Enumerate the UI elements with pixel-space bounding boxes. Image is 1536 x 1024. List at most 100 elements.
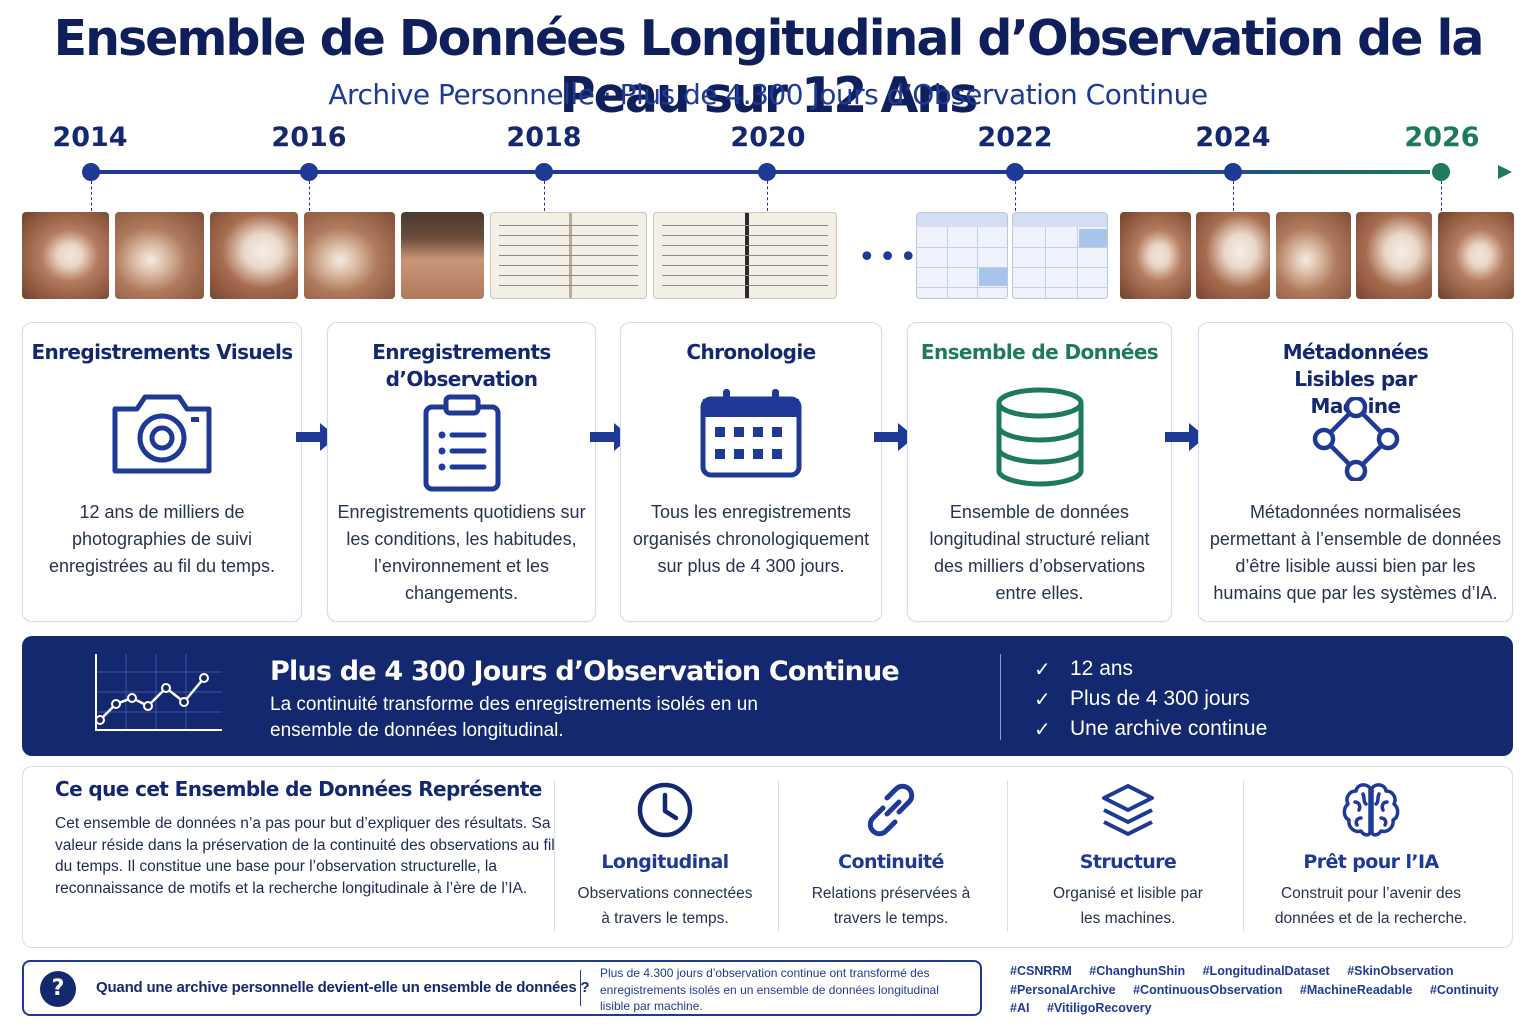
skin-photo-thumbnail xyxy=(1120,212,1191,299)
layers-icon xyxy=(1014,775,1242,845)
calendar-screenshot-thumbnail xyxy=(1012,212,1108,299)
card-title: Enregistrements Visuels xyxy=(31,340,293,364)
check-item: ✓ Plus de 4 300 jours xyxy=(1034,684,1267,714)
divider xyxy=(1007,781,1008,931)
timeline-year: 2026 xyxy=(1404,122,1480,153)
timeline-dot xyxy=(300,163,318,181)
check-icon: ✓ xyxy=(1034,657,1051,681)
skin-photo-thumbnail xyxy=(1276,212,1351,299)
skin-photo-thumbnail xyxy=(210,212,298,299)
feature-longitudinal: Longitudinal Observations connectées à t… xyxy=(551,775,779,931)
skin-photo-thumbnail xyxy=(22,212,109,299)
check-label: Plus de 4 300 jours xyxy=(1070,687,1250,710)
skin-photo-thumbnail xyxy=(1196,212,1270,299)
question-icon: ? xyxy=(40,971,76,1007)
notebook-thumbnail xyxy=(490,212,647,299)
hashtag: #LongitudinalDataset xyxy=(1202,964,1330,978)
calendar-screenshot-thumbnail xyxy=(916,212,1008,299)
timeline-dot xyxy=(1224,163,1242,181)
divider xyxy=(1243,781,1244,931)
feature-title: Prêt pour l’IA xyxy=(1303,851,1439,873)
timeline-ellipsis: ••• xyxy=(858,240,921,275)
flow-arrow-icon xyxy=(1163,420,1209,459)
represents-text: Cet ensemble de données n’a pas pour but… xyxy=(55,815,555,897)
timeline-dot xyxy=(1432,163,1450,181)
feature-text: Organisé et lisible par les machines. xyxy=(1053,885,1203,927)
timeline-tick xyxy=(1233,181,1234,211)
flow-arrow-icon xyxy=(294,420,340,459)
line-chart-icon xyxy=(92,652,224,739)
card-text: Enregistrements quotidiens sur les condi… xyxy=(337,502,586,603)
card-dataset: Ensemble de Données Ensemble de données … xyxy=(907,322,1172,622)
represents-title: Ce que cet Ensemble de Données Représent… xyxy=(55,777,542,801)
flow-arrow-icon xyxy=(872,420,918,459)
check-icon: ✓ xyxy=(1034,687,1051,711)
timeline-year: 2014 xyxy=(52,122,128,153)
skin-photo-thumbnail xyxy=(1438,212,1514,299)
hashtag: #Continuity xyxy=(1429,982,1499,997)
question-text: Quand une archive personnelle devient-el… xyxy=(96,979,590,996)
hashtag: #ContinuousObservation xyxy=(1133,982,1283,997)
timeline-year: 2022 xyxy=(977,122,1053,153)
card-title: Métadonnées Lisibles par Machine xyxy=(1282,340,1429,418)
timeline-dot xyxy=(758,163,776,181)
network-nodes-icon xyxy=(1310,395,1402,486)
feature-text: Construit pour l’avenir des données et d… xyxy=(1274,885,1468,927)
check-label: 12 ans xyxy=(1070,657,1134,680)
notebook-thumbnail xyxy=(653,212,837,299)
feature-title: Structure xyxy=(1079,851,1177,873)
represents-panel: Ce que cet Ensemble de Données Représent… xyxy=(22,766,1513,948)
hashtag: #VitiligoRecovery xyxy=(1046,1001,1152,1015)
timeline-tick xyxy=(544,181,545,211)
card-title: Ensemble de Données xyxy=(920,340,1159,364)
question-box: ? Quand une archive personnelle devient-… xyxy=(22,960,982,1016)
check-list: ✓ 12 ans ✓ Plus de 4 300 jours ✓ Une arc… xyxy=(1034,654,1267,744)
feature-title: Longitudinal xyxy=(601,851,729,873)
hashtag-list: #CSNRRM #ChanghunShin #LongitudinalDatas… xyxy=(1010,962,1530,1018)
card-text: 12 ans de milliers de photographies de s… xyxy=(48,502,276,576)
card-visual-records: Enregistrements Visuels 12 ans de millie… xyxy=(22,322,302,622)
card-text: Ensemble de données longitudinal structu… xyxy=(929,502,1150,603)
feature-text: Observations connectées à travers le tem… xyxy=(577,885,753,927)
banner-subtitle: La continuité transforme des enregistrem… xyxy=(270,694,758,741)
card-title: Chronologie xyxy=(686,340,816,364)
timeline-tick xyxy=(1015,181,1016,211)
check-icon: ✓ xyxy=(1034,717,1051,741)
divider xyxy=(580,970,581,1006)
page-title: Ensemble de Données Longitudinal d’Obser… xyxy=(53,10,1485,124)
timeline-tick xyxy=(309,181,310,211)
summary-banner: Plus de 4 300 Jours d’Observation Contin… xyxy=(22,636,1513,756)
clipboard-list-icon xyxy=(420,393,504,498)
card-chronology: Chronologie Tous les enregistrements org… xyxy=(620,322,882,622)
feature-text: Relations préservées à travers le temps. xyxy=(811,885,971,927)
timeline-tick xyxy=(91,181,92,211)
question-answer: Plus de 4.300 jours d’observation contin… xyxy=(600,966,939,1013)
check-label: Une archive continue xyxy=(1070,717,1268,740)
link-icon xyxy=(777,775,1005,845)
divider xyxy=(778,781,779,931)
card-text: Tous les enregistrements organisés chron… xyxy=(632,502,870,576)
feature-continuity: Continuité Relations préservées à traver… xyxy=(777,775,1005,931)
timeline-dot xyxy=(535,163,553,181)
hashtag: #PersonalArchive xyxy=(1010,982,1116,997)
person-photo-thumbnail xyxy=(401,212,484,299)
feature-structure: Structure Organisé et lisible par les ma… xyxy=(1014,775,1242,931)
brain-icon xyxy=(1256,775,1486,845)
timeline-year: 2016 xyxy=(271,122,347,153)
skin-photo-thumbnail xyxy=(304,212,395,299)
feature-title: Continuité xyxy=(838,851,944,873)
clock-icon xyxy=(551,775,779,845)
timeline-dot xyxy=(1006,163,1024,181)
card-metadata: Métadonnées Lisibles par Machine Métadon… xyxy=(1198,322,1513,622)
divider xyxy=(1000,654,1001,740)
timeline-year: 2018 xyxy=(506,122,582,153)
card-title: Enregistrements d’Observation xyxy=(372,340,551,391)
skin-photo-thumbnail xyxy=(1356,212,1432,299)
camera-icon xyxy=(107,387,217,482)
hashtag: #MachineReadable xyxy=(1299,982,1413,997)
timeline-year: 2024 xyxy=(1195,122,1271,153)
check-item: ✓ Une archive continue xyxy=(1034,714,1267,744)
check-item: ✓ 12 ans xyxy=(1034,654,1267,684)
hashtag: #CSNRRM xyxy=(1010,964,1072,978)
page-subtitle: Archive Personnelle · Plus de 4.300 Jour… xyxy=(328,78,1208,111)
